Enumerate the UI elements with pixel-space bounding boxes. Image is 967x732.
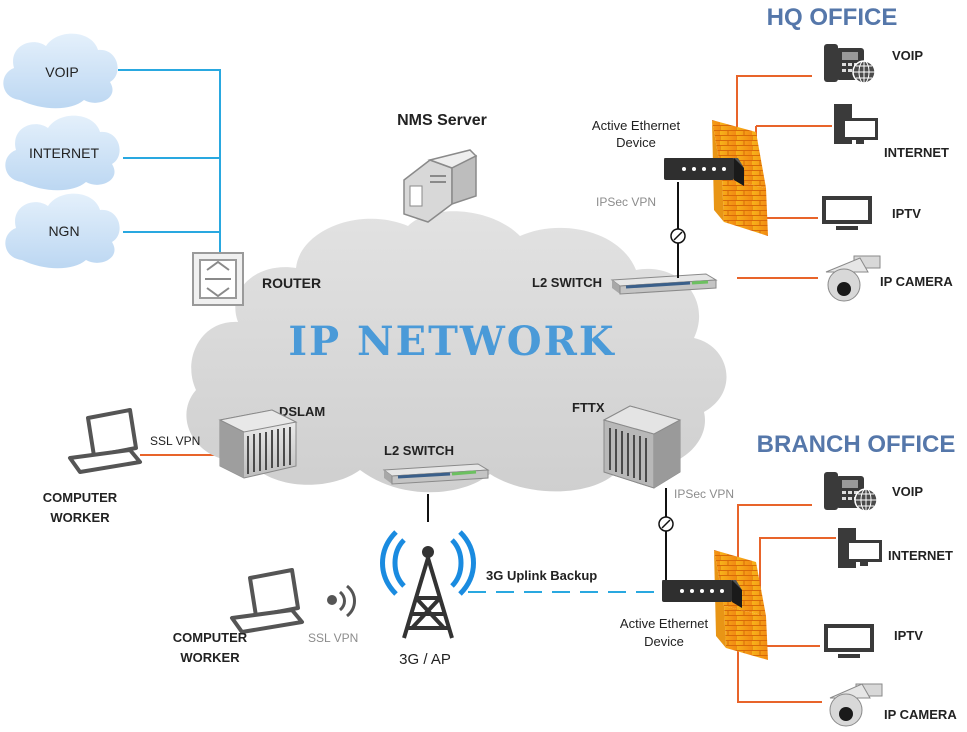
worker-1-label-2: WORKER — [50, 510, 110, 525]
branch-monitor-icon — [824, 624, 874, 658]
hq-device-label-2: Device — [616, 135, 656, 150]
switch-bottom-icon — [382, 463, 490, 485]
hq-internet-label: INTERNET — [884, 145, 949, 160]
cloud-router-links — [118, 69, 221, 255]
cloud-internet: INTERNET — [5, 115, 120, 191]
worker-1-ssl-vpn-label: SSL VPN — [150, 434, 200, 448]
dslam-label: DSLAM — [279, 404, 325, 419]
cloud-voip: VOIP — [3, 33, 118, 109]
hq-phone-icon — [824, 44, 876, 84]
l2-switch-bottom-label: L2 SWITCH — [384, 443, 454, 458]
hq-title: HQ OFFICE — [767, 4, 898, 31]
branch-title: BRANCH OFFICE — [757, 431, 956, 458]
fttx-label: FTTX — [572, 400, 605, 415]
cloud-ngn: NGN — [5, 193, 120, 269]
hq-ethernet-device-icon — [664, 158, 744, 186]
branch-camera-icon — [829, 683, 883, 727]
hq-camera-label: IP CAMERA — [880, 274, 953, 289]
server-icon — [403, 149, 478, 223]
worker-2-label-1: COMPUTER — [173, 630, 248, 645]
dslam-icon — [218, 409, 298, 479]
branch-vpn-lock-icon — [658, 516, 674, 532]
hq-voip-label: VOIP — [892, 48, 923, 63]
ip-network-cloud — [186, 211, 727, 493]
branch-device-label-2: Device — [644, 634, 684, 649]
ip-network-title: IP NETWORK — [288, 318, 615, 365]
branch-phone-icon — [824, 472, 878, 512]
tower-icon — [380, 530, 476, 639]
fttx-icon — [602, 405, 682, 489]
branch-voip-label: VOIP — [892, 484, 923, 499]
branch-ethernet-device-icon — [662, 580, 742, 608]
router-icon — [192, 252, 244, 306]
cloud-voip-label: VOIP — [45, 64, 78, 80]
hq-camera-icon — [825, 255, 881, 302]
cloud-ngn-label: NGN — [48, 223, 79, 239]
branch-device-label-1: Active Ethernet — [620, 616, 709, 631]
l2-switch-top-label: L2 SWITCH — [532, 275, 602, 290]
worker-2-label-2: WORKER — [180, 650, 240, 665]
branch-internet-label: INTERNET — [888, 548, 953, 563]
laptop-2-icon — [230, 568, 304, 634]
laptop-icon — [68, 408, 142, 474]
worker-2-ssl-vpn-label: SSL VPN — [308, 631, 358, 645]
router-label: ROUTER — [262, 275, 321, 291]
branch-iptv-label: IPTV — [894, 628, 923, 643]
worker-1-label-1: COMPUTER — [43, 490, 118, 505]
wifi-icon — [327, 584, 356, 618]
hq-pc-icon — [834, 104, 878, 144]
cloud-internet-label: INTERNET — [29, 145, 99, 161]
ap-label: 3G / AP — [399, 651, 451, 668]
hq-ipsec-vpn-label: IPSec VPN — [596, 195, 656, 209]
branch-pc-icon — [838, 528, 882, 568]
hq-device-label-1: Active Ethernet — [592, 118, 681, 133]
hq-monitor-icon — [822, 196, 872, 230]
hq-vpn-lock-icon — [670, 228, 686, 244]
hq-iptv-label: IPTV — [892, 206, 921, 221]
nms-server-label: NMS Server — [397, 112, 487, 129]
switch-icon — [610, 273, 718, 295]
uplink-label: 3G Uplink Backup — [486, 568, 597, 583]
branch-camera-label: IP CAMERA — [884, 707, 957, 722]
branch-ipsec-vpn-label: IPSec VPN — [674, 487, 734, 501]
